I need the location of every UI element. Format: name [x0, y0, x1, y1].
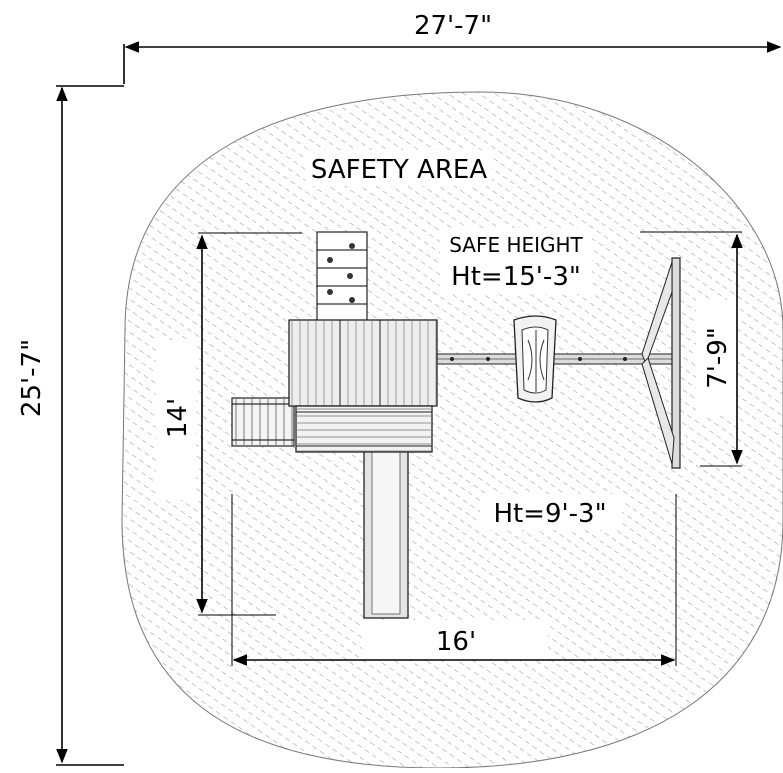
safety-area-label: SAFETY AREA: [311, 155, 487, 185]
overall-width-label: 27'-7": [414, 11, 492, 41]
safety-area-hatch: [121, 91, 783, 769]
playset-tower: [288, 319, 438, 453]
ladder: [231, 397, 295, 447]
beam-width-label: 7'-9": [703, 327, 733, 389]
label-bg-16ft: [362, 620, 548, 660]
label-bg-14ft: [156, 340, 196, 500]
label-bg-ht2: [480, 494, 622, 530]
label-bg-safe-height: [440, 228, 592, 294]
a-frame: [641, 257, 681, 469]
tire-swing: [513, 315, 557, 403]
climbing-wall: [316, 231, 368, 323]
label-bg-safety-area: [306, 150, 492, 186]
safe-height-value: Ht=15'-3": [451, 262, 581, 292]
label-bg-7ft9: [696, 300, 738, 416]
overall-depth-label: 25'-7": [17, 339, 47, 417]
safe-height-label: SAFE HEIGHT: [449, 233, 583, 257]
slide: [363, 447, 409, 619]
secondary-height-value: Ht=9'-3": [493, 499, 606, 529]
inner-width-label: 16': [436, 627, 476, 657]
inner-depth-label: 14': [163, 398, 193, 438]
